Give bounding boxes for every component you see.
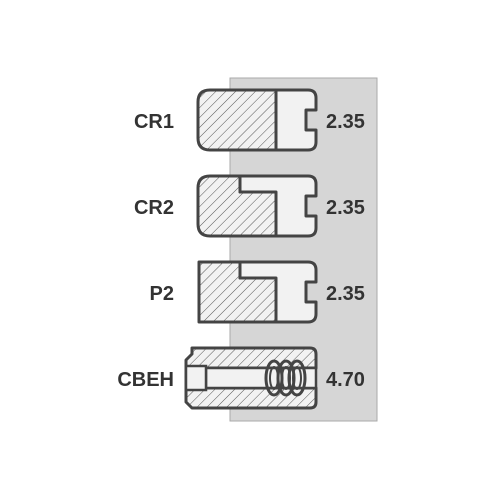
ring-cr2: CR2 2.35 <box>134 174 365 238</box>
ring-cr1: CR1 2.35 <box>134 88 365 152</box>
stepped-ring-icon <box>196 174 318 238</box>
ring-cbeh: CBEH 4.70 <box>117 346 365 410</box>
ring-label: CR2 <box>134 197 174 219</box>
ring-width-value: 2.35 <box>326 111 365 133</box>
ring-width-value: 2.35 <box>326 283 365 305</box>
ring-label: CBEH <box>117 369 174 391</box>
ring-p2: P2 2.35 <box>150 260 365 324</box>
spring-coil-icon <box>287 359 307 397</box>
ring-label: P2 <box>150 283 174 305</box>
oil-ring-with-expander-spring-icon <box>184 346 318 410</box>
spring-coil-icon <box>292 366 302 390</box>
rectangular-ring-icon <box>196 88 318 152</box>
ring-width-value: 2.35 <box>326 197 365 219</box>
ring-label: CR1 <box>134 111 174 133</box>
stepped-ring-icon <box>197 260 318 324</box>
ring-width-value: 4.70 <box>326 369 365 391</box>
